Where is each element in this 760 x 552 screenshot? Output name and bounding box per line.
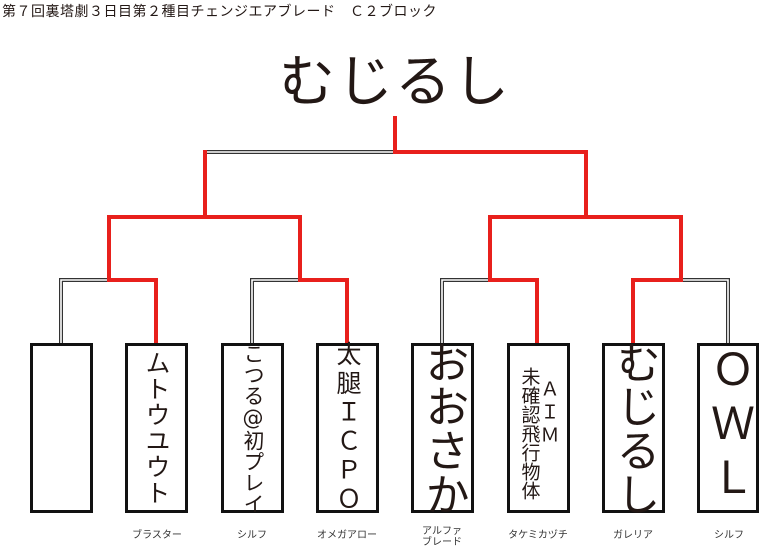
entry-team: ブラスター bbox=[132, 530, 182, 541]
entry-box-6: 未確認飛行物体 ＡＩＭ bbox=[507, 343, 570, 513]
bracket-line-loser-inner bbox=[681, 279, 729, 343]
entry-name: 太腿ＩＣＰＯ bbox=[333, 341, 362, 515]
entry-box-5: おおさか bbox=[411, 340, 474, 516]
entry-box-8: ＯＷＬ bbox=[697, 343, 759, 513]
bracket-line-loser-inner bbox=[60, 279, 109, 343]
entry-team: ガレリア bbox=[613, 530, 653, 541]
entry-team: アルファ ブレード bbox=[422, 526, 462, 548]
entry-box-3: こつる@初プレイ bbox=[221, 342, 284, 514]
entry-name: おおさか bbox=[417, 340, 469, 516]
bracket-line-loser bbox=[681, 278, 730, 343]
bracket-line-loser-inner bbox=[441, 279, 490, 343]
entry-team: シルフ bbox=[714, 530, 744, 541]
bracket-line-winner bbox=[393, 116, 683, 345]
entry-box-1 bbox=[30, 343, 93, 513]
bracket-line-loser bbox=[440, 278, 490, 343]
entry-team: シルフ bbox=[237, 530, 267, 541]
entry-name: こつる@初プレイ bbox=[241, 342, 265, 514]
entry-box-2: ムトウユウト bbox=[125, 343, 188, 513]
entry-name: むじるし bbox=[608, 340, 660, 516]
entry-team: オメガアロー bbox=[317, 530, 377, 541]
entry-team: タケミカヅチ bbox=[508, 530, 568, 541]
entry-name-2: ＡＩＭ bbox=[537, 378, 560, 448]
bracket-line-loser-inner bbox=[251, 279, 300, 343]
bracket-line-winner bbox=[107, 150, 207, 345]
bracket-line-winner bbox=[203, 215, 349, 345]
entry-name: 未確認飛行物体 bbox=[518, 366, 541, 500]
entry-box-7: むじるし bbox=[602, 340, 665, 516]
entry-name: ＯＷＬ bbox=[703, 347, 754, 509]
page-title: 第７回裏塔劇３日目第２種目チェンジエアブレード Ｃ２ブロック bbox=[2, 4, 437, 20]
entry-name: ムトウユウト bbox=[142, 350, 171, 506]
entry-box-4: 太腿ＩＣＰＯ bbox=[316, 341, 379, 515]
bracket-line-winner bbox=[488, 215, 539, 345]
bracket-line-loser bbox=[59, 278, 109, 343]
bracket-line-loser bbox=[250, 278, 300, 343]
champion-name: むじるし bbox=[279, 50, 511, 115]
